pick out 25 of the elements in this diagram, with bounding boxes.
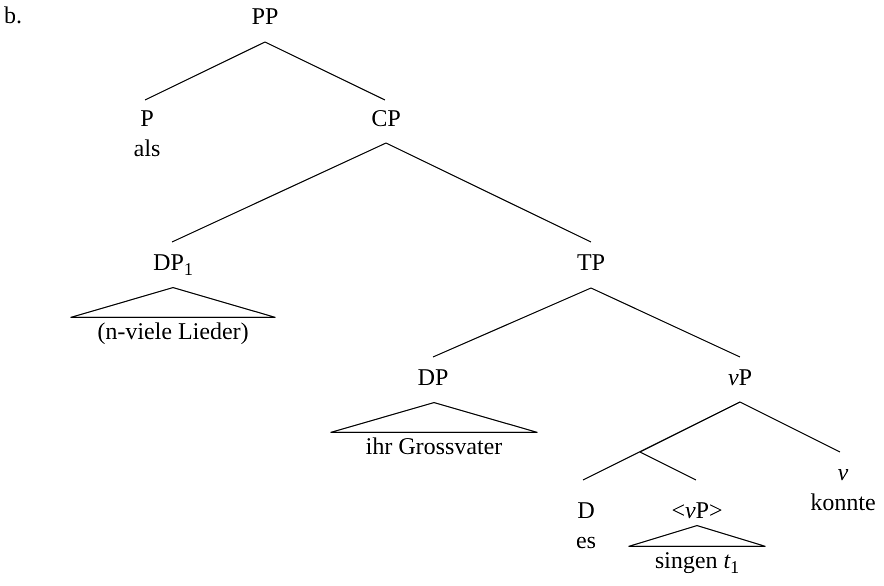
example-label: b. — [4, 2, 22, 30]
terminal-words: (n-viele Lieder) — [97, 318, 249, 346]
terminal-word: als — [134, 135, 160, 164]
category-label: DP — [418, 364, 448, 393]
tree-branch — [386, 142, 592, 243]
category-label: P — [140, 105, 154, 134]
category-label: CP — [371, 105, 401, 134]
category-label: v — [838, 459, 848, 488]
tree-branch — [638, 401, 740, 481]
category-label: DP$_{1}$ — [153, 249, 193, 278]
tree-branch — [590, 287, 740, 358]
tree-branch — [264, 41, 386, 101]
terminal-word: konnte — [810, 489, 876, 518]
terminal-words: ihr Grossvater — [366, 433, 502, 461]
category-label: <vP> — [671, 497, 723, 526]
category-label: vP — [728, 364, 752, 393]
terminal-word: es — [576, 527, 596, 556]
category-label: PP — [252, 3, 278, 32]
tree-branch — [144, 41, 266, 101]
tree-branch — [740, 401, 840, 453]
category-label: TP — [577, 249, 605, 278]
terminal-words: singen t$_{1}$ — [654, 547, 740, 575]
category-label: D — [577, 497, 595, 526]
tree-branch — [172, 142, 386, 243]
tree-branch — [432, 287, 592, 358]
